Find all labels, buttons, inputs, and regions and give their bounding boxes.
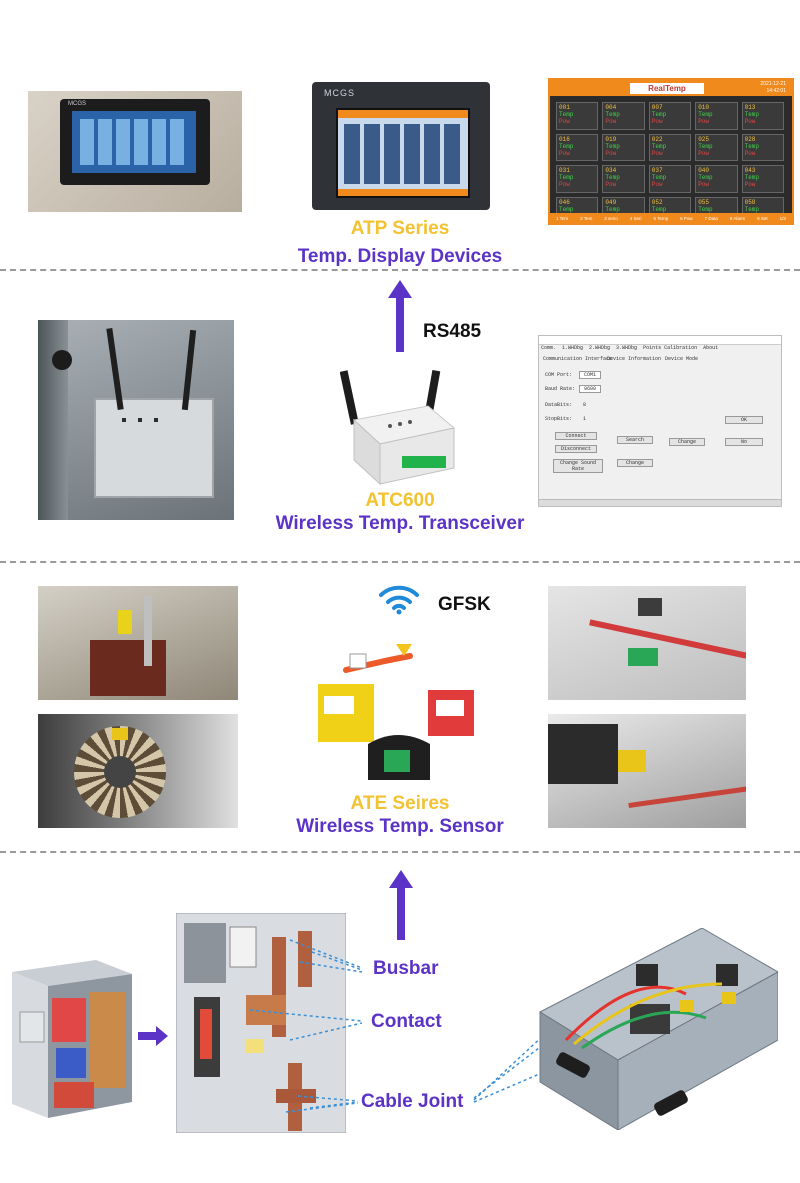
realtemp-date: 2021-12-21 <box>760 81 786 87</box>
ate-sensor-products <box>318 644 474 780</box>
installed-transceiver-photo <box>38 320 234 520</box>
switchgear-cabinet-illustration <box>12 960 132 1118</box>
contact-label: Contact <box>371 1011 442 1032</box>
busbar-sensor-photo <box>38 586 238 700</box>
search-button[interactable]: Search <box>617 436 653 444</box>
databits-value: 8 <box>583 402 587 408</box>
group-device-mode: Device Mode <box>665 356 699 362</box>
atc600-transceiver-device <box>340 370 456 486</box>
menu-item[interactable]: Points Calibration <box>643 345 698 351</box>
section-divider <box>0 851 800 853</box>
cable-joint-label: Cable Joint <box>361 1091 464 1112</box>
menu-item[interactable]: Comm. <box>541 345 557 351</box>
hmi-button[interactable]: 5 Temp <box>653 215 669 221</box>
menu-item[interactable]: 3.WHDbg <box>616 345 638 351</box>
menu-item[interactable]: 1.WHDbg <box>562 345 584 351</box>
group-device-information: Device Information <box>607 356 662 362</box>
group-communication: Communication Interface <box>543 356 613 362</box>
wifi-icon <box>379 585 419 615</box>
hmi-page-indicator: 1/3 <box>779 215 786 221</box>
stopbits-label: StopBits: <box>545 416 573 422</box>
hmi-brand-label: MCGS <box>324 88 355 98</box>
cable-joint-sensor-photo-top <box>548 586 746 700</box>
atp-series-title: ATP Series <box>350 218 450 239</box>
hmi-button[interactable]: 6 Pow <box>680 215 693 221</box>
hmi-button[interactable]: 3 serio <box>604 215 618 221</box>
right-arrow-icon <box>138 1026 168 1046</box>
up-arrow-icon <box>389 870 413 940</box>
com-port-label: COM Port: <box>545 372 573 378</box>
menu-item[interactable]: 2.WHDbg <box>589 345 611 351</box>
hmi-button[interactable]: 2 Tem <box>580 215 593 221</box>
cable-joint-sensor-photo-bottom <box>548 714 746 828</box>
mcgs-hmi-panel: MCGS <box>312 82 490 210</box>
ate-series-title: ATE Seires <box>350 793 450 814</box>
connect-button[interactable]: Connect <box>555 432 597 440</box>
hmi-button[interactable]: 7 Data <box>704 215 718 221</box>
stopbits-value: 1 <box>583 416 587 422</box>
hmi-button[interactable]: 9 Set <box>757 215 768 221</box>
drawer-unit-illustration <box>538 928 778 1130</box>
com-port-value[interactable]: COM1 <box>579 371 602 379</box>
transceiver-title: Wireless Temp. Transceiver <box>275 513 525 534</box>
atc600-title: ATC600 <box>365 490 435 511</box>
display-devices-title: Temp. Display Devices <box>297 246 503 267</box>
busbar-label: Busbar <box>373 958 439 979</box>
wireless-sensor-title: Wireless Temp. Sensor <box>296 816 504 837</box>
configuration-software-screenshot: Comm. 1.WHDbg 2.WHDbg 3.WHDbg Points Cal… <box>538 335 782 507</box>
hmi-button[interactable]: 4 Seri <box>629 215 642 221</box>
baud-rate-label: Baud Rate: <box>545 386 576 392</box>
software-menu-bar: Comm. 1.WHDbg 2.WHDbg 3.WHDbg Points Cal… <box>541 345 718 351</box>
change-button[interactable]: Change <box>617 459 653 467</box>
rs485-label: RS485 <box>423 321 482 342</box>
cabinet-cross-section-illustration <box>176 913 346 1133</box>
ok-button[interactable]: OK <box>725 416 763 424</box>
menu-item[interactable]: About <box>703 345 719 351</box>
section-divider <box>0 269 800 271</box>
up-arrow-icon <box>388 280 412 352</box>
realtemp-title: RealTemp <box>630 83 704 94</box>
realtemp-time: 14:42:01 <box>766 88 786 94</box>
baud-rate-value[interactable]: 9600 <box>579 385 602 393</box>
section-divider <box>0 561 800 563</box>
contact-sensor-photo <box>38 714 238 828</box>
hmi-button[interactable]: 1 Tem <box>555 215 569 221</box>
disconnect-button[interactable]: Disconnect <box>555 445 597 453</box>
databits-label: DataBits: <box>545 402 573 408</box>
wall-mounted-display-photo: MCGS <box>28 91 242 212</box>
change-mode-button[interactable]: Change <box>669 438 705 446</box>
hmi-button[interactable]: 8 Alarm <box>729 215 746 221</box>
no-button[interactable]: No <box>725 438 763 446</box>
panel-brand-label: MCGS <box>68 101 86 107</box>
realtemp-button-bar: 1 Tem 2 Tem 3 serio 4 Seri 5 Temp 6 Pow … <box>550 213 792 223</box>
change-baud-button[interactable]: Change Sound Rate <box>553 459 603 473</box>
gfsk-label: GFSK <box>438 594 491 615</box>
